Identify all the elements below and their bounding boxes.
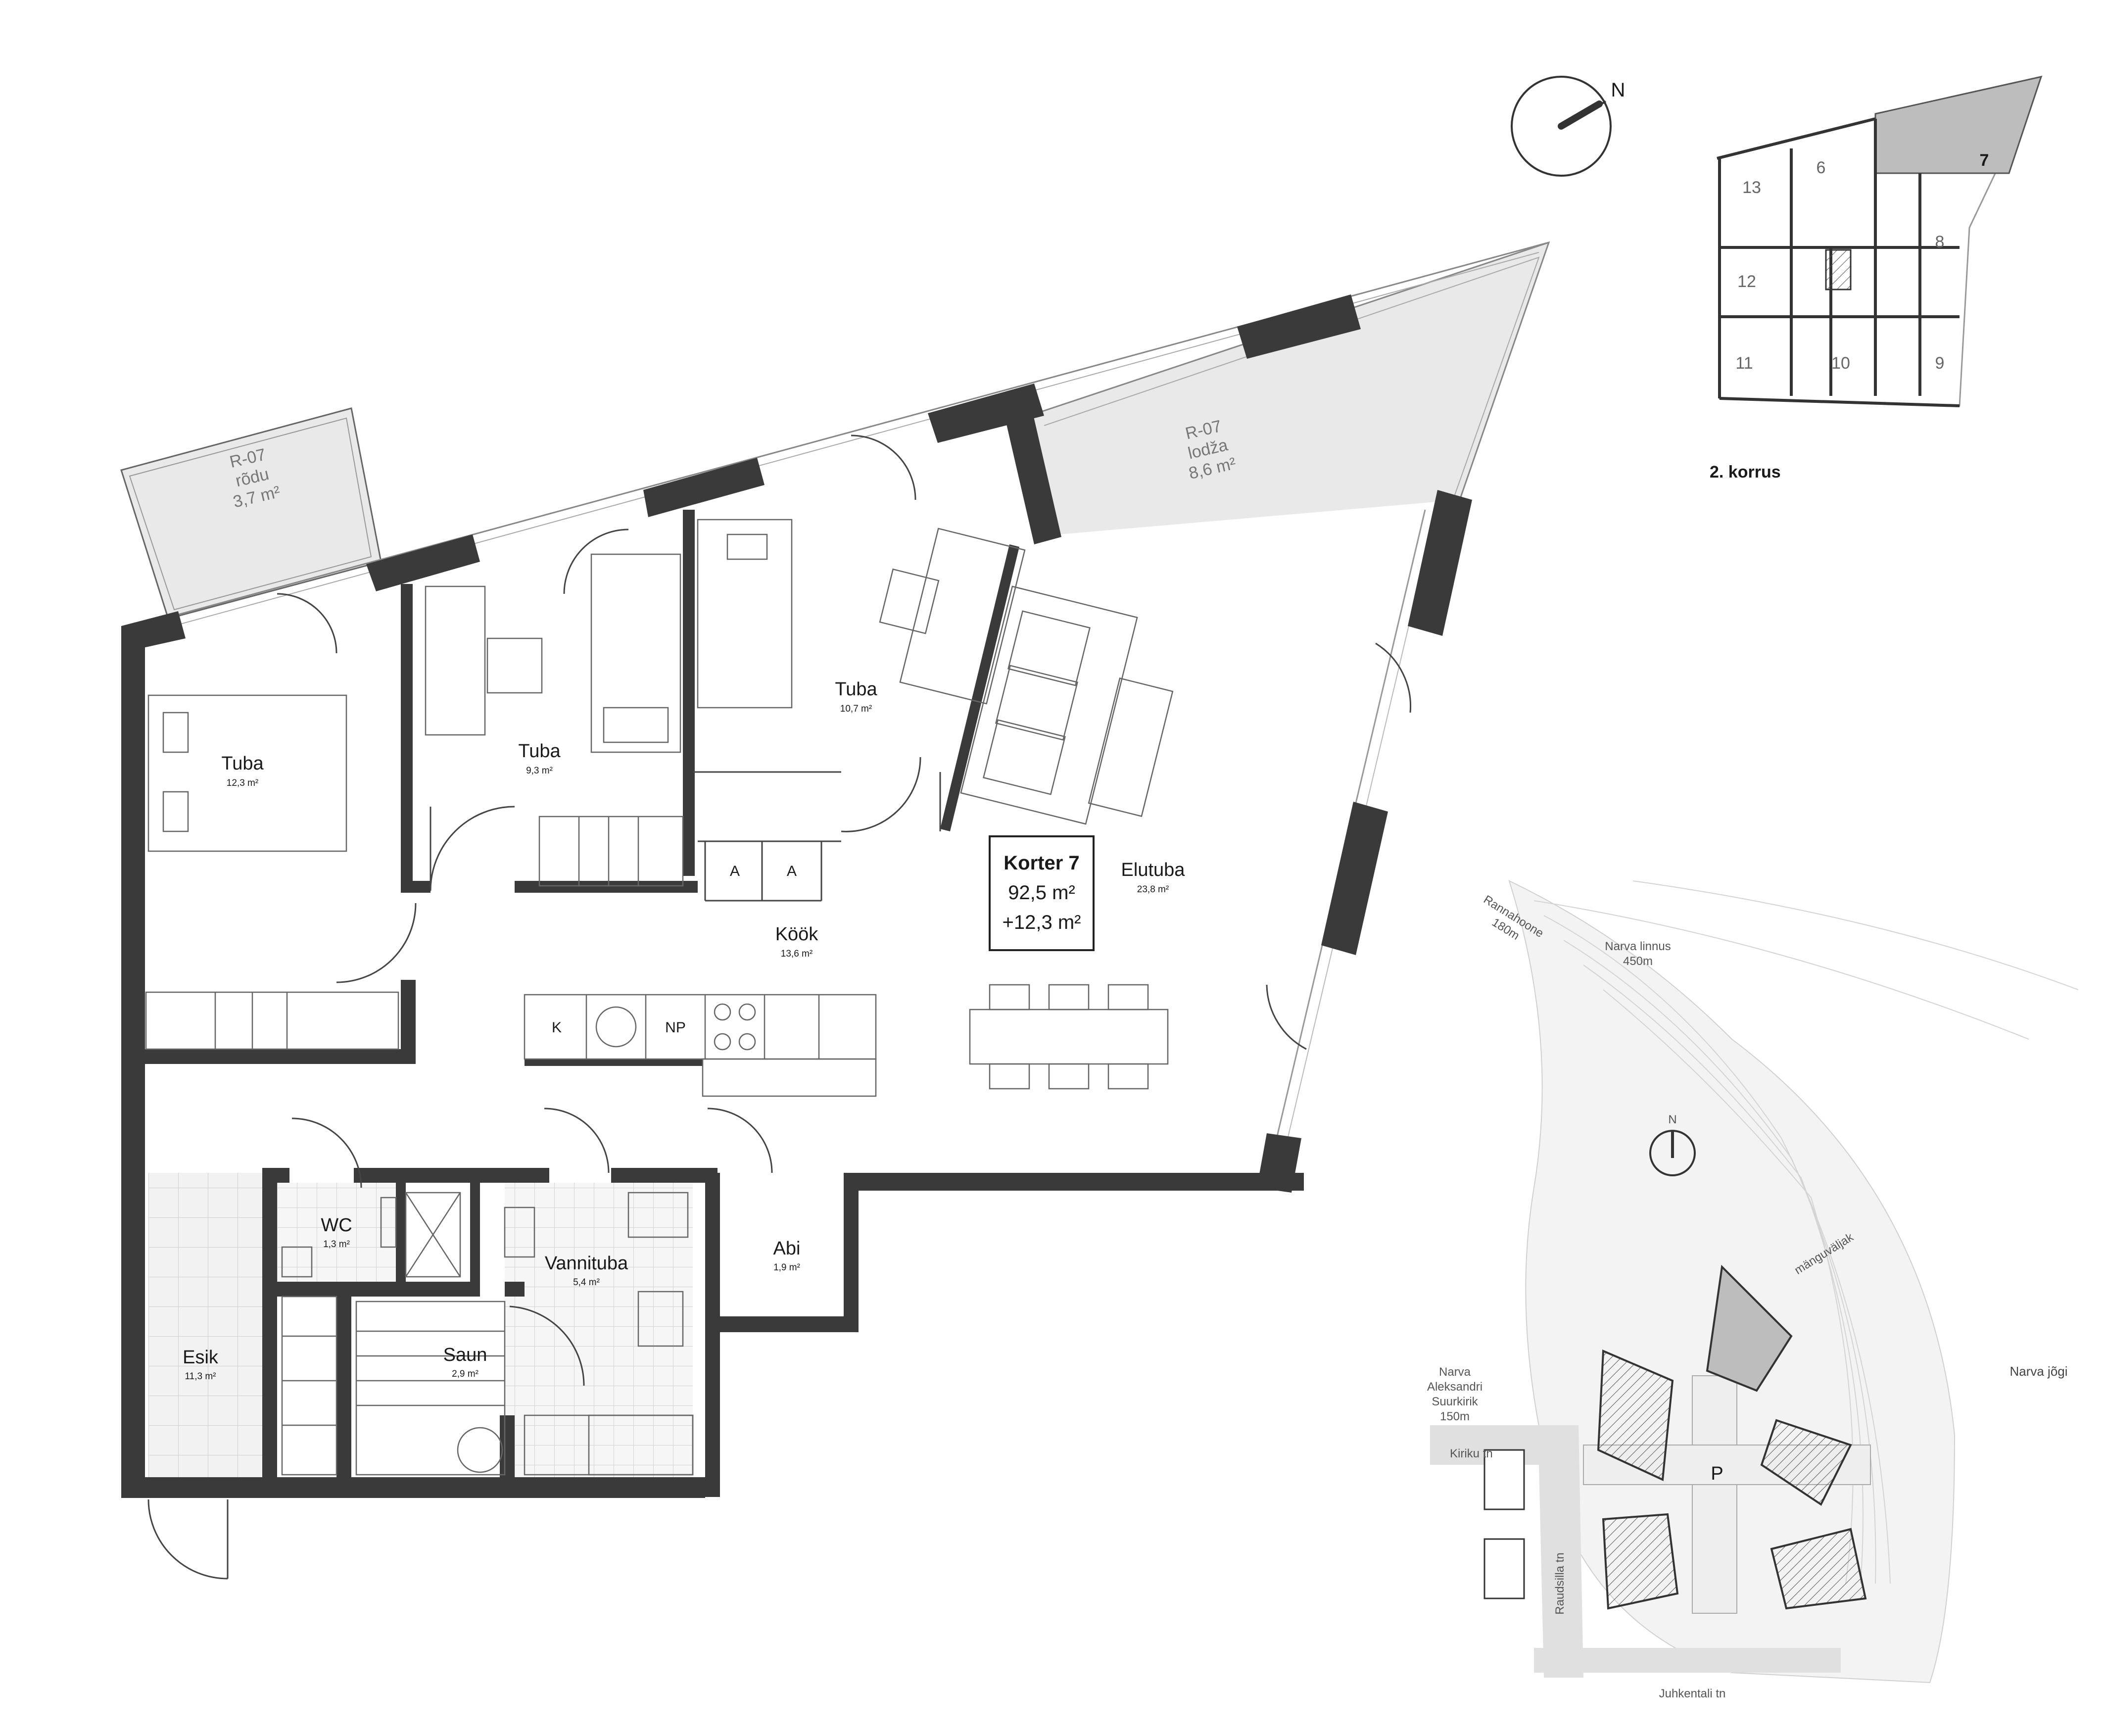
room-area: 23,8 m² bbox=[1137, 884, 1169, 895]
korter-box: Korter 7 92,5 m² +12,3 m² bbox=[989, 835, 1095, 951]
room-area: 11,3 m² bbox=[185, 1371, 216, 1382]
room-area: 13,6 m² bbox=[781, 949, 813, 959]
room-name: Saun bbox=[443, 1345, 487, 1365]
key-plan: 13 6 8 12 11 10 9 7 2. korrus bbox=[1710, 75, 2043, 482]
key-plan-unit-10: 10 bbox=[1831, 354, 1850, 373]
key-plan-unit-12: 12 bbox=[1737, 272, 1756, 291]
north-label: N bbox=[1611, 79, 1626, 101]
site-kirik-line3: Suurkirik bbox=[1432, 1395, 1478, 1408]
balcony-lodza bbox=[1029, 241, 1550, 534]
room-area: 10,7 m² bbox=[840, 704, 872, 714]
korter-title: Korter 7 bbox=[1004, 852, 1079, 874]
key-plan-unit-8: 8 bbox=[1935, 233, 1945, 251]
room-name: Tuba bbox=[518, 741, 561, 762]
site-north-label: N bbox=[1668, 1113, 1676, 1126]
room-area: 2,9 m² bbox=[452, 1369, 478, 1379]
site-kirik-distance: 150m bbox=[1440, 1410, 1470, 1423]
site-kirik-line1: Narva bbox=[1439, 1365, 1471, 1379]
key-plan-highlight-unit: 7 bbox=[1980, 151, 1989, 170]
room-area: 1,3 m² bbox=[323, 1239, 350, 1250]
key-plan-unit-11: 11 bbox=[1735, 354, 1753, 373]
vannituba-floor bbox=[505, 1183, 693, 1480]
site-juhkentali-street: Juhkentali tn bbox=[1659, 1687, 1726, 1700]
wardrobe-a-label: A bbox=[730, 863, 740, 879]
key-plan-title: 2. korrus bbox=[1710, 463, 1781, 482]
room-name: Tuba bbox=[835, 679, 877, 700]
room-name: Vannituba bbox=[545, 1253, 628, 1274]
room-area: 12,3 m² bbox=[227, 778, 258, 788]
key-plan-unit-13: 13 bbox=[1742, 178, 1761, 197]
esik-floor bbox=[148, 1173, 272, 1485]
room-name: Abi bbox=[773, 1238, 801, 1259]
wc-floor bbox=[277, 1183, 401, 1282]
walls bbox=[121, 294, 1472, 1498]
korter-area: 92,5 m² bbox=[1008, 882, 1075, 904]
fridge-label: K bbox=[552, 1019, 562, 1036]
room-name: WC bbox=[321, 1215, 352, 1236]
site-raudsilla-street: Raudsilla tn bbox=[1553, 1552, 1567, 1614]
site-narva-jogi-label: Narva jõgi bbox=[2009, 1364, 2067, 1379]
thin-walls bbox=[147, 434, 1412, 1580]
furniture bbox=[145, 519, 1174, 1476]
wardrobe-a-label: A bbox=[787, 863, 797, 879]
korter-extra-area: +12,3 m² bbox=[1003, 912, 1081, 933]
room-name: Elutuba bbox=[1121, 860, 1186, 880]
room-name: Esik bbox=[183, 1347, 219, 1368]
site-narva-linnus-label: Narva linnus bbox=[1605, 940, 1671, 953]
saun-floor bbox=[346, 1297, 510, 1475]
room-labels: Tuba 12,3 m² Tuba 9,3 m² Tuba 10,7 m² El… bbox=[183, 417, 1238, 1382]
site-narva-linnus-distance: 450m bbox=[1623, 955, 1653, 968]
key-plan-unit-6: 6 bbox=[1817, 158, 1826, 177]
key-plan-unit-9: 9 bbox=[1935, 354, 1945, 373]
site-parking-label: P bbox=[1711, 1463, 1723, 1484]
site-kirik-line2: Aleksandri bbox=[1427, 1380, 1482, 1394]
balcony-rodu bbox=[120, 407, 382, 620]
site-kiriku-street: Kiriku tn bbox=[1450, 1447, 1493, 1460]
room-area: 1,9 m² bbox=[773, 1262, 800, 1273]
north-compass: N bbox=[1511, 76, 1626, 177]
room-name: Köök bbox=[775, 924, 819, 945]
room-area: 9,3 m² bbox=[526, 766, 553, 776]
room-area: 5,4 m² bbox=[573, 1277, 600, 1288]
site-plan: N Rannahoone 180m Narva linnus 450m mäng… bbox=[1427, 880, 2079, 1700]
dishwasher-label: NP bbox=[665, 1019, 686, 1036]
room-name: Tuba bbox=[221, 753, 264, 774]
